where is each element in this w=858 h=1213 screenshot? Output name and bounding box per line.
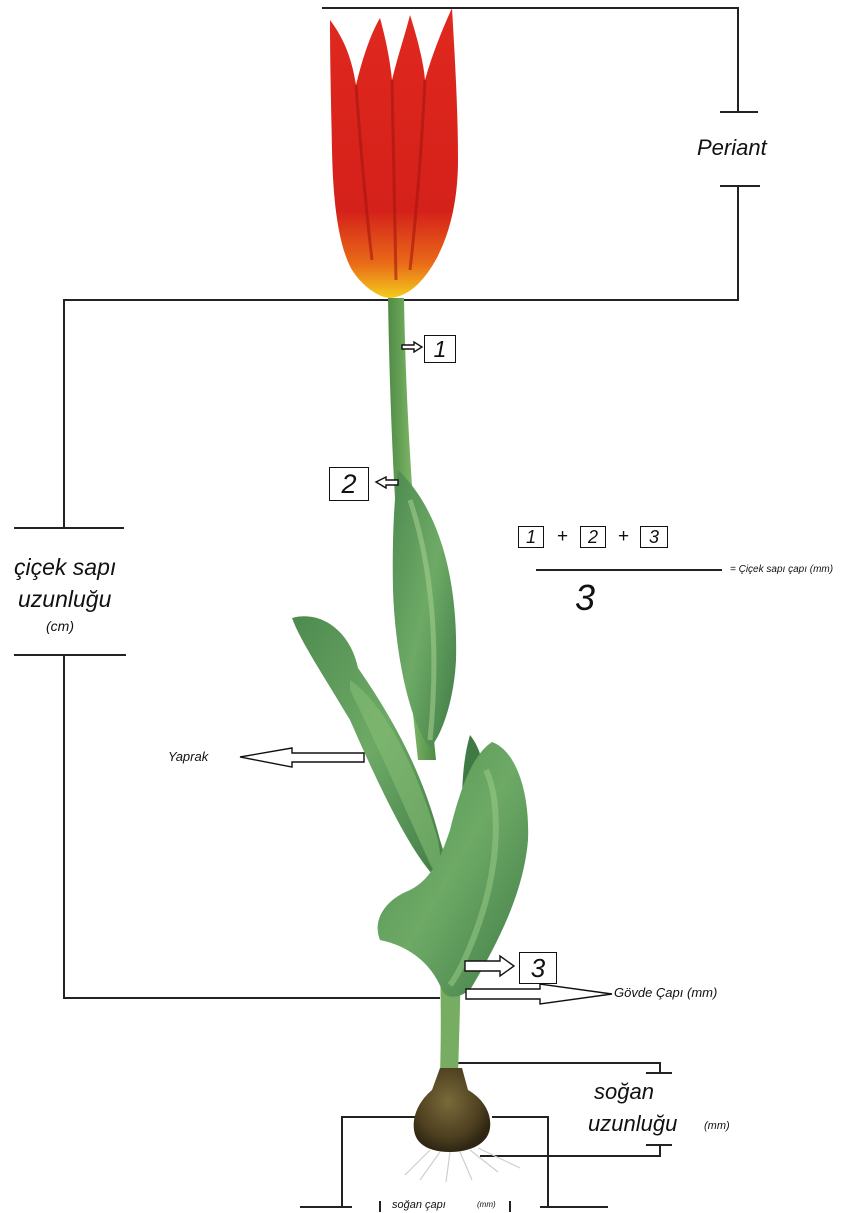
formula-plus-2: + [618, 527, 629, 546]
sogan-capi-unit: (mm) [477, 1201, 496, 1209]
tulip-bulb [405, 1068, 520, 1182]
arrow-yaprak [240, 748, 364, 767]
cicek-sapi-label-line1: çiçek sapı [14, 556, 116, 579]
formula-result: = Çiçek sapı çapı (mm) [730, 565, 833, 575]
sogan-capi-label: soğan çapı [392, 1200, 446, 1211]
periant-label: Periant [697, 137, 767, 159]
formula-term-2: 2 [580, 526, 606, 548]
govde-capi-label: Gövde Çapı (mm) [614, 986, 717, 999]
leaf-upper [393, 470, 456, 748]
marker-1: 1 [424, 335, 456, 363]
formula-denominator: 3 [575, 580, 595, 616]
sogan-uzunlugu-line1: soğan [594, 1081, 654, 1103]
sogan-uzunlugu-unit: (mm) [704, 1121, 730, 1132]
cicek-sapi-bracket [14, 300, 440, 998]
yaprak-label: Yaprak [168, 750, 208, 763]
cicek-sapi-unit: (cm) [46, 619, 74, 633]
formula-plus-1: + [557, 527, 568, 546]
cicek-sapi-label-line2: uzunluğu [18, 588, 111, 611]
tulip-flower [330, 8, 458, 298]
sogan-uzunlugu-line2: uzunluğu [588, 1113, 677, 1135]
marker-3: 3 [519, 952, 557, 984]
marker-2: 2 [329, 467, 369, 501]
arrow-govde [466, 984, 612, 1004]
formula-term-3: 3 [640, 526, 668, 548]
formula-term-1: 1 [518, 526, 544, 548]
